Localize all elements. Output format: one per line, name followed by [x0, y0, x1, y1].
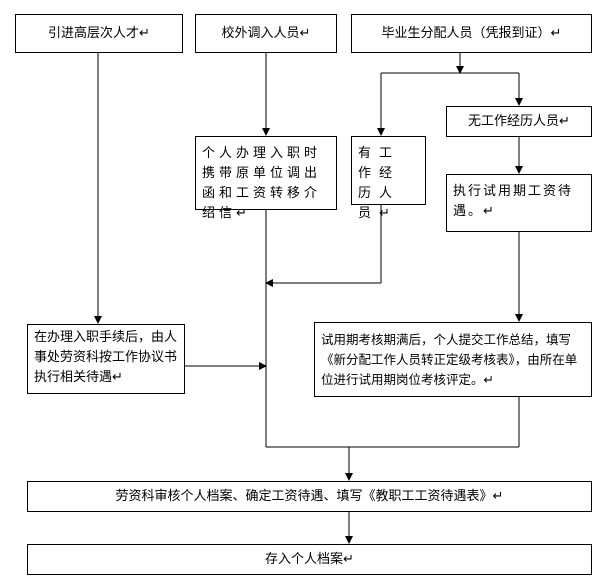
node-top-talent-label: 引进高层次人才↵ [48, 25, 150, 41]
node-transfer-in-label: 校外调入人员↵ [221, 25, 311, 41]
node-talent-procedure-label: 在办理入职手续后，由人事处劳资科按工作协议书执行相关待遇↵ [34, 330, 178, 385]
node-probation-review-label: 试用期考核期满后，个人提交工作总结，填写《新分配工作人员转正定级考核表》，由所在… [321, 332, 578, 387]
node-has-experience: 有工作经历人员↵ [351, 136, 426, 221]
node-transfer-in: 校外调入人员↵ [195, 14, 337, 53]
node-probation-salary-label: 执行试用期工资待遇。↵ [453, 184, 574, 219]
node-archive: 存入个人档案↵ [27, 544, 592, 575]
node-wage-review-label: 劳资科审核个人档案、确定工资待遇、填写《教职工工资待遇表》↵ [115, 488, 504, 504]
node-no-experience-label: 无工作经历人员↵ [468, 113, 570, 129]
node-has-experience-label: 有工作经历人员↵ [358, 146, 401, 221]
node-archive-label: 存入个人档案↵ [265, 551, 354, 567]
node-top-talent: 引进高层次人才↵ [15, 14, 183, 53]
node-graduates-label: 毕业生分配人员（凭报到证）↵ [381, 25, 562, 41]
node-talent-procedure: 在办理入职手续后，由人事处劳资科按工作协议书执行相关待遇↵ [27, 324, 185, 394]
node-probation-salary: 执行试用期工资待遇。↵ [446, 174, 592, 232]
node-transfer-procedure-label: 个人办理入职时携带原单位调出函和工资转移介绍信↵ [202, 146, 322, 221]
node-no-experience: 无工作经历人员↵ [446, 106, 592, 137]
node-transfer-procedure: 个人办理入职时携带原单位调出函和工资转移介绍信↵ [195, 136, 337, 221]
node-graduates: 毕业生分配人员（凭报到证）↵ [351, 14, 592, 53]
node-wage-review: 劳资科审核个人档案、确定工资待遇、填写《教职工工资待遇表》↵ [27, 481, 592, 512]
node-probation-review: 试用期考核期满后，个人提交工作总结，填写《新分配工作人员转正定级考核表》，由所在… [314, 322, 592, 397]
